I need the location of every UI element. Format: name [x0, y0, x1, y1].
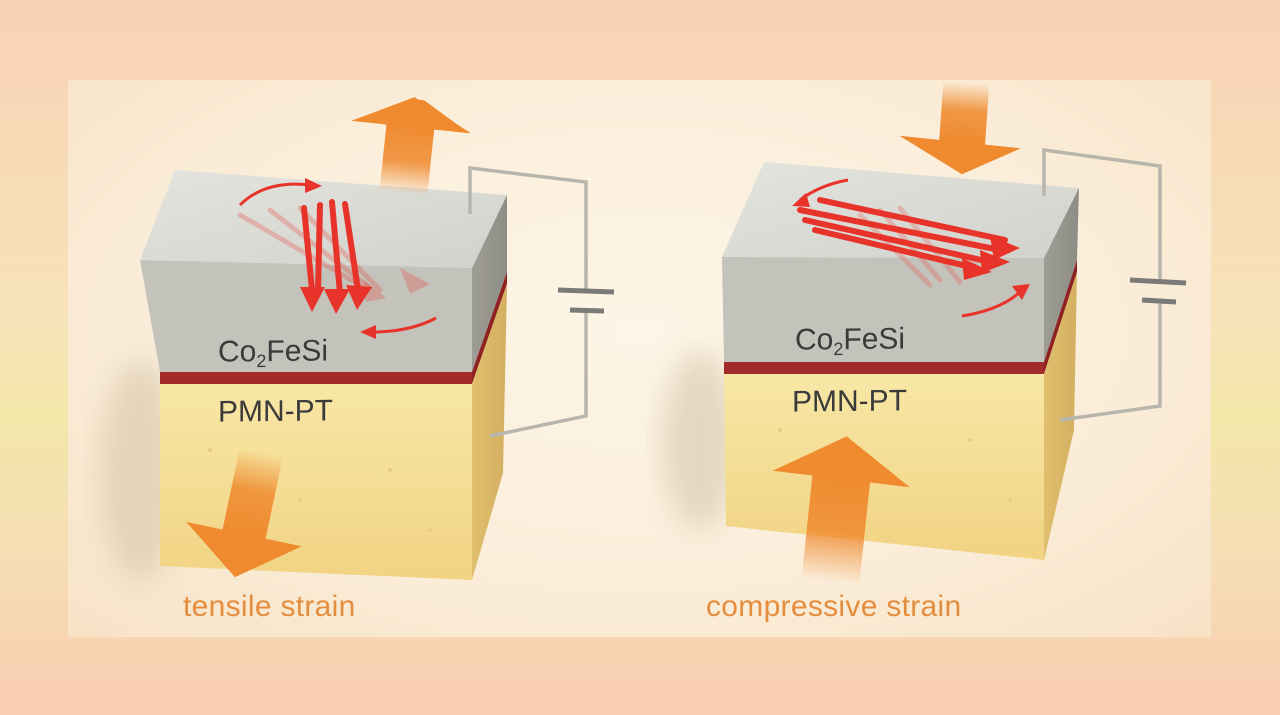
left-interface-side	[472, 272, 507, 384]
left-interface-front	[160, 372, 472, 384]
left-rotation-arrowhead-bottom	[360, 325, 376, 339]
left-cofesi-side	[472, 195, 507, 372]
left-magnetization-arrows	[237, 199, 430, 314]
right-circuit-wire	[1042, 147, 1162, 422]
right-strain-arrow-bottom	[772, 436, 910, 585]
left-rotation-arrowhead-top	[305, 178, 322, 193]
right-interface-front	[724, 362, 1044, 374]
right-strain-arrow-top	[899, 80, 1021, 175]
left-battery-short-plate	[569, 307, 605, 314]
left-strain-arrow-bottom	[186, 447, 302, 578]
left-battery-long-plate	[557, 287, 615, 295]
left-substrate-label: PMN-PT	[218, 394, 333, 429]
right-cube-shadow	[662, 350, 738, 530]
left-caption: tensile strain	[183, 590, 356, 623]
right-cofesi-label: Co2FeSi	[795, 322, 906, 360]
left-rotation-arrow-bottom	[371, 316, 437, 334]
left-cofesi-label: Co2FeSi	[218, 334, 329, 372]
right-rotation-arrow-bottom	[961, 290, 1022, 318]
right-rotation-arrowhead-bottom	[1012, 284, 1030, 300]
right-substrate-label: PMN-PT	[792, 384, 907, 419]
right-cofesi-front	[722, 257, 1044, 362]
right-battery-long-plate	[1129, 277, 1187, 286]
right-magnetization-arrows	[797, 197, 1020, 288]
left-substrate-side	[472, 284, 507, 580]
left-rotation-arrow-top	[238, 182, 311, 207]
right-rotation-arrowhead-top	[792, 193, 810, 207]
right-cofesi-side	[1044, 188, 1079, 362]
right-caption: compressive strain	[706, 590, 962, 623]
left-strain-arrow-top	[351, 97, 471, 197]
right-interface-side	[1044, 260, 1077, 374]
right-battery-short-plate	[1141, 297, 1177, 305]
left-cofesi-front	[140, 260, 472, 372]
right-substrate-side	[1044, 272, 1077, 560]
left-circuit-wire	[468, 166, 588, 438]
